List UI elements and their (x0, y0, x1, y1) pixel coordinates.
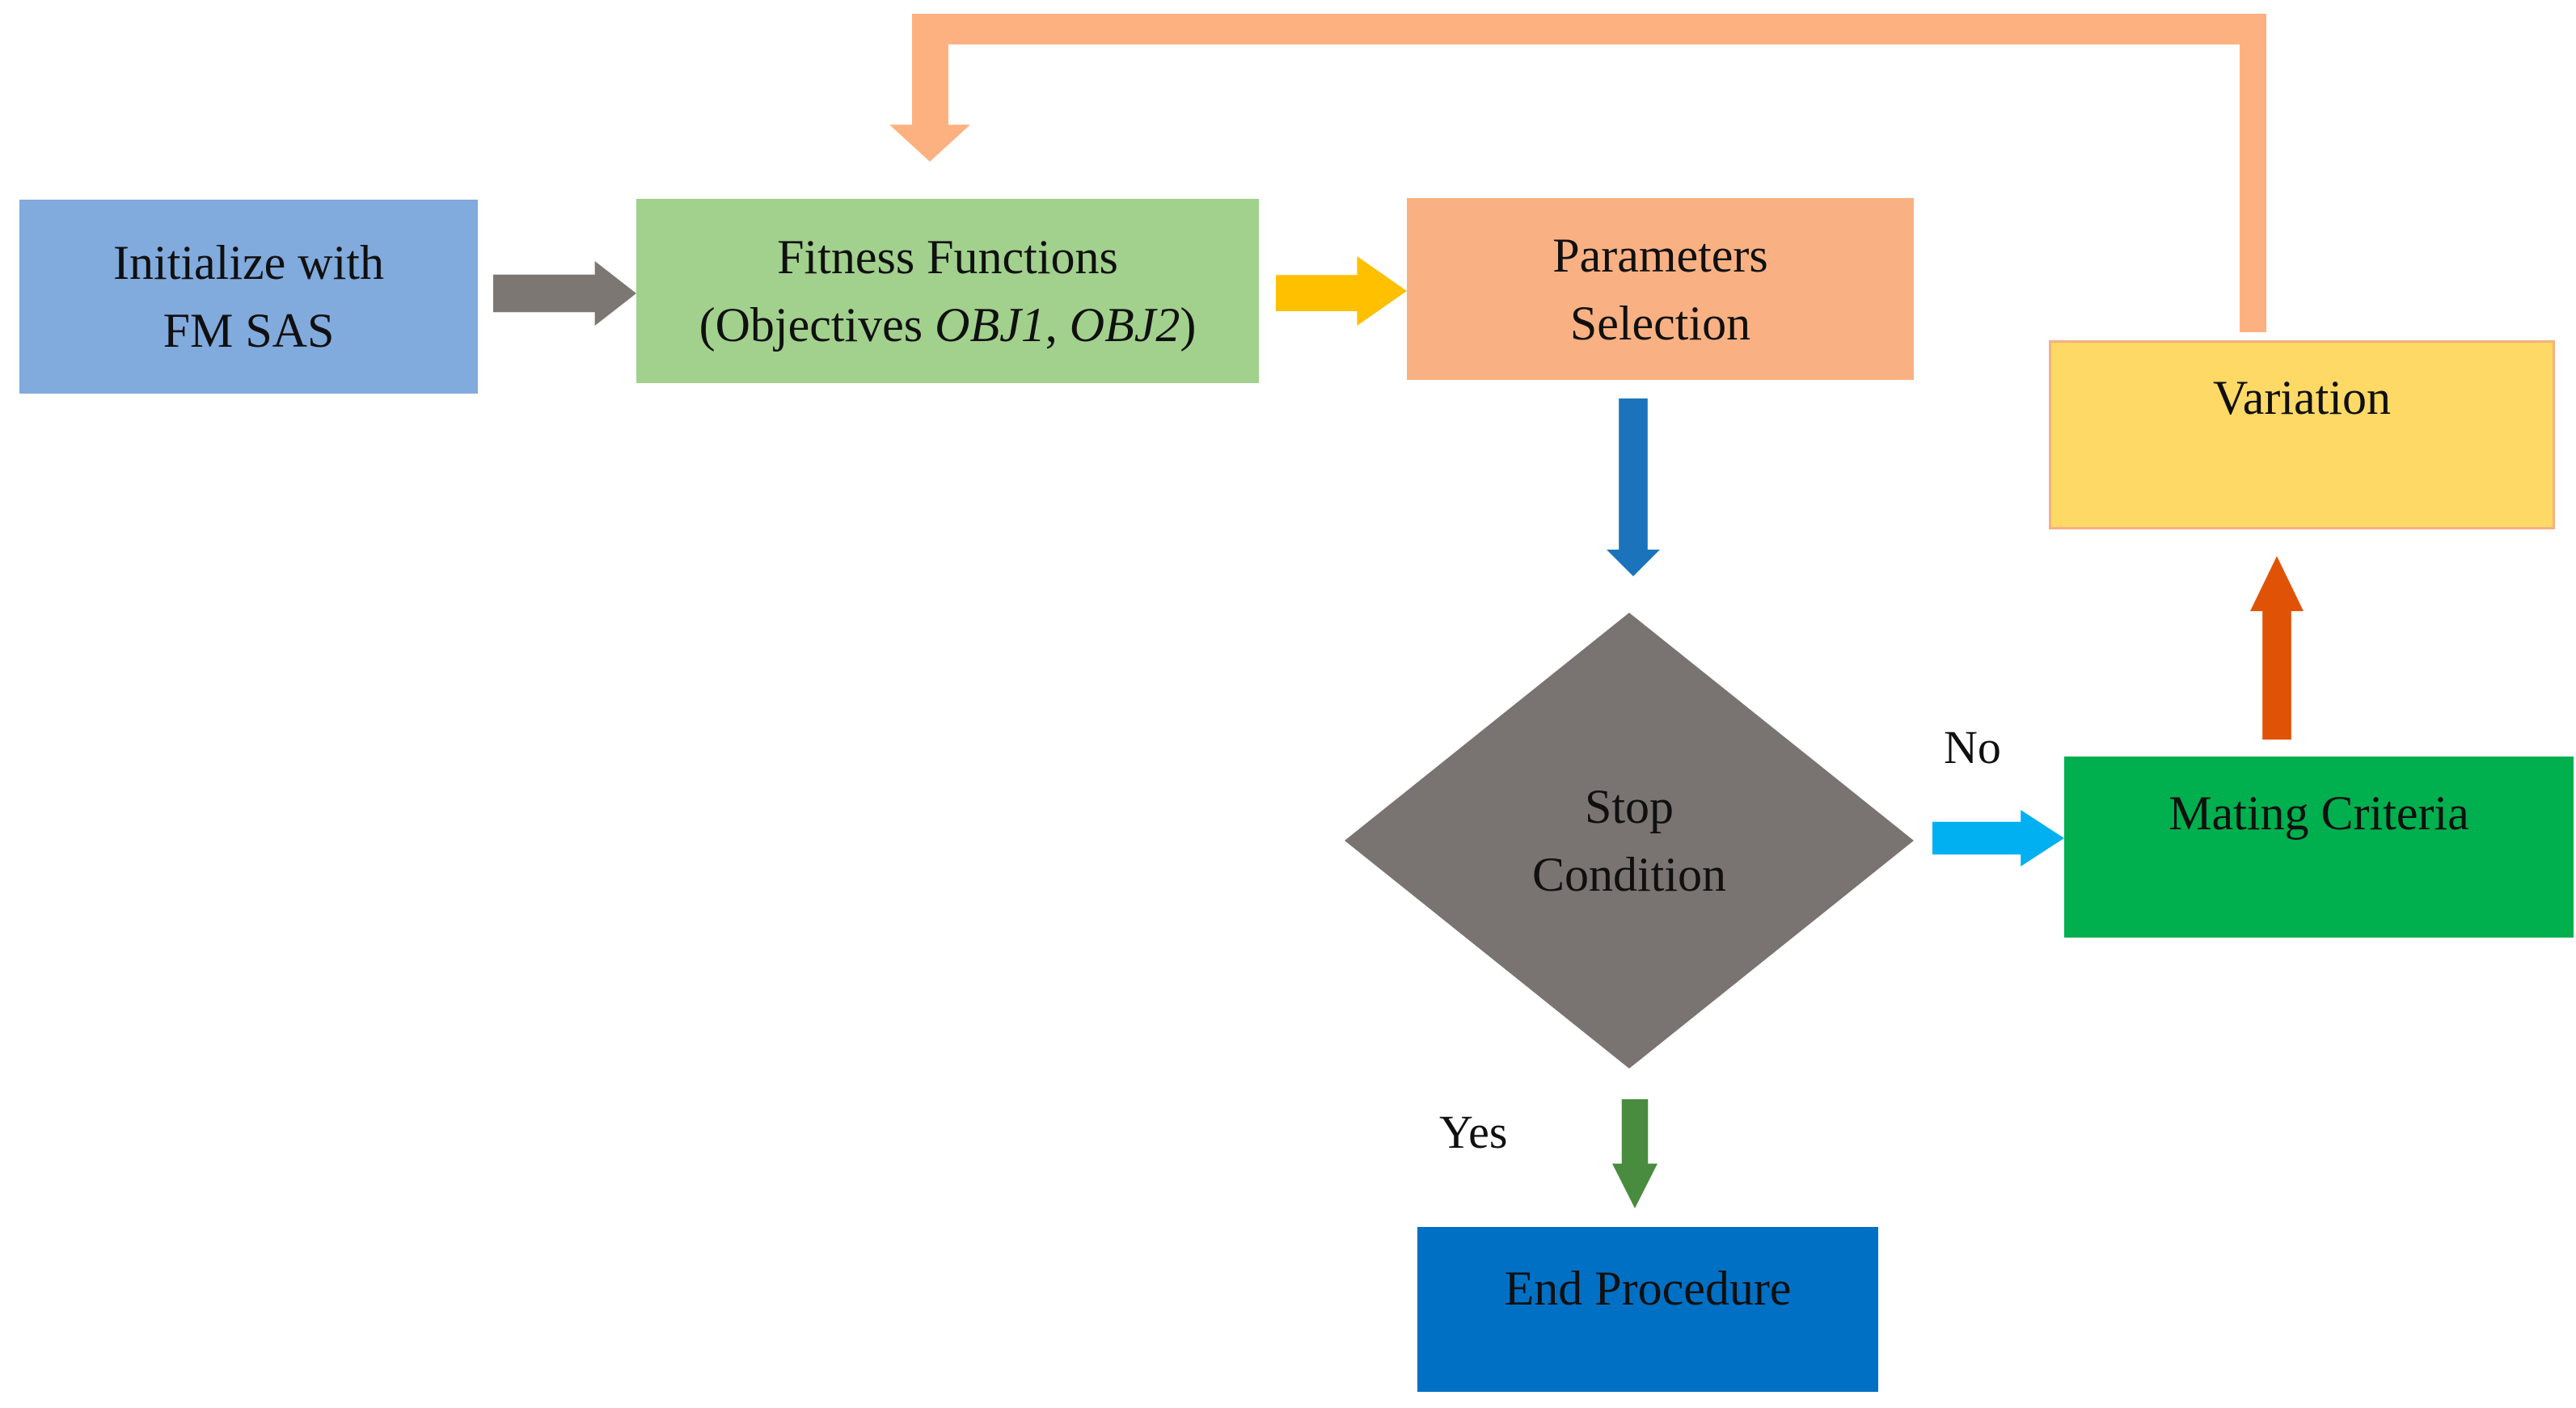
end-procedure-label: End Procedure (1504, 1262, 1792, 1315)
arrow-parameters-to-stop-condition (1607, 398, 1660, 576)
yes-branch-label: Yes (1439, 1106, 1508, 1158)
initialize-label-line2: FM SAS (163, 304, 335, 357)
feedback-loop-up-segment (2240, 14, 2266, 332)
parameters-selection-node: Parameters Selection (1407, 198, 1914, 380)
feedback-loop-horizontal-segment (912, 14, 2266, 44)
fitness-objectives-open: (Objectives (699, 298, 935, 352)
variation-label: Variation (2213, 371, 2391, 424)
fitness-functions-node: Fitness Functions (Objectives OBJ1, OBJ2… (636, 199, 1259, 383)
fitness-objectives-close: ) (1180, 298, 1197, 352)
arrow-initialize-to-fitness (493, 261, 636, 326)
arrow-stop-condition-to-mating-no-branch (1932, 810, 2064, 866)
parameters-label-line1: Parameters (1552, 228, 1768, 282)
stop-condition-decision-diamond: Stop Condition (1345, 613, 1914, 1069)
arrow-mating-to-variation (2250, 556, 2304, 740)
mating-criteria-node: Mating Criteria (2064, 757, 2574, 938)
stop-label-line2: Condition (1531, 848, 1727, 901)
objective-1-label: OBJ1 (935, 298, 1045, 352)
fitness-label-line1: Fitness Functions (777, 230, 1118, 284)
variation-node: Variation (2049, 340, 2555, 529)
objective-2-label: OBJ2 (1069, 298, 1180, 352)
stop-label-line1: Stop (1584, 780, 1674, 833)
fitness-label-line2: (Objectives OBJ1, OBJ2) (699, 291, 1197, 359)
fitness-objectives-sep: , (1045, 298, 1070, 352)
no-branch-label: No (1944, 721, 2001, 774)
initialize-label-line1: Initialize with (113, 236, 384, 289)
initialize-node: Initialize with FM SAS (19, 200, 478, 394)
end-procedure-node: End Procedure (1417, 1227, 1878, 1392)
arrow-stop-condition-to-end-yes-branch (1612, 1099, 1658, 1208)
parameters-label-line2: Selection (1569, 296, 1751, 350)
arrow-fitness-to-parameters (1276, 256, 1407, 326)
mating-criteria-label: Mating Criteria (2168, 786, 2469, 840)
